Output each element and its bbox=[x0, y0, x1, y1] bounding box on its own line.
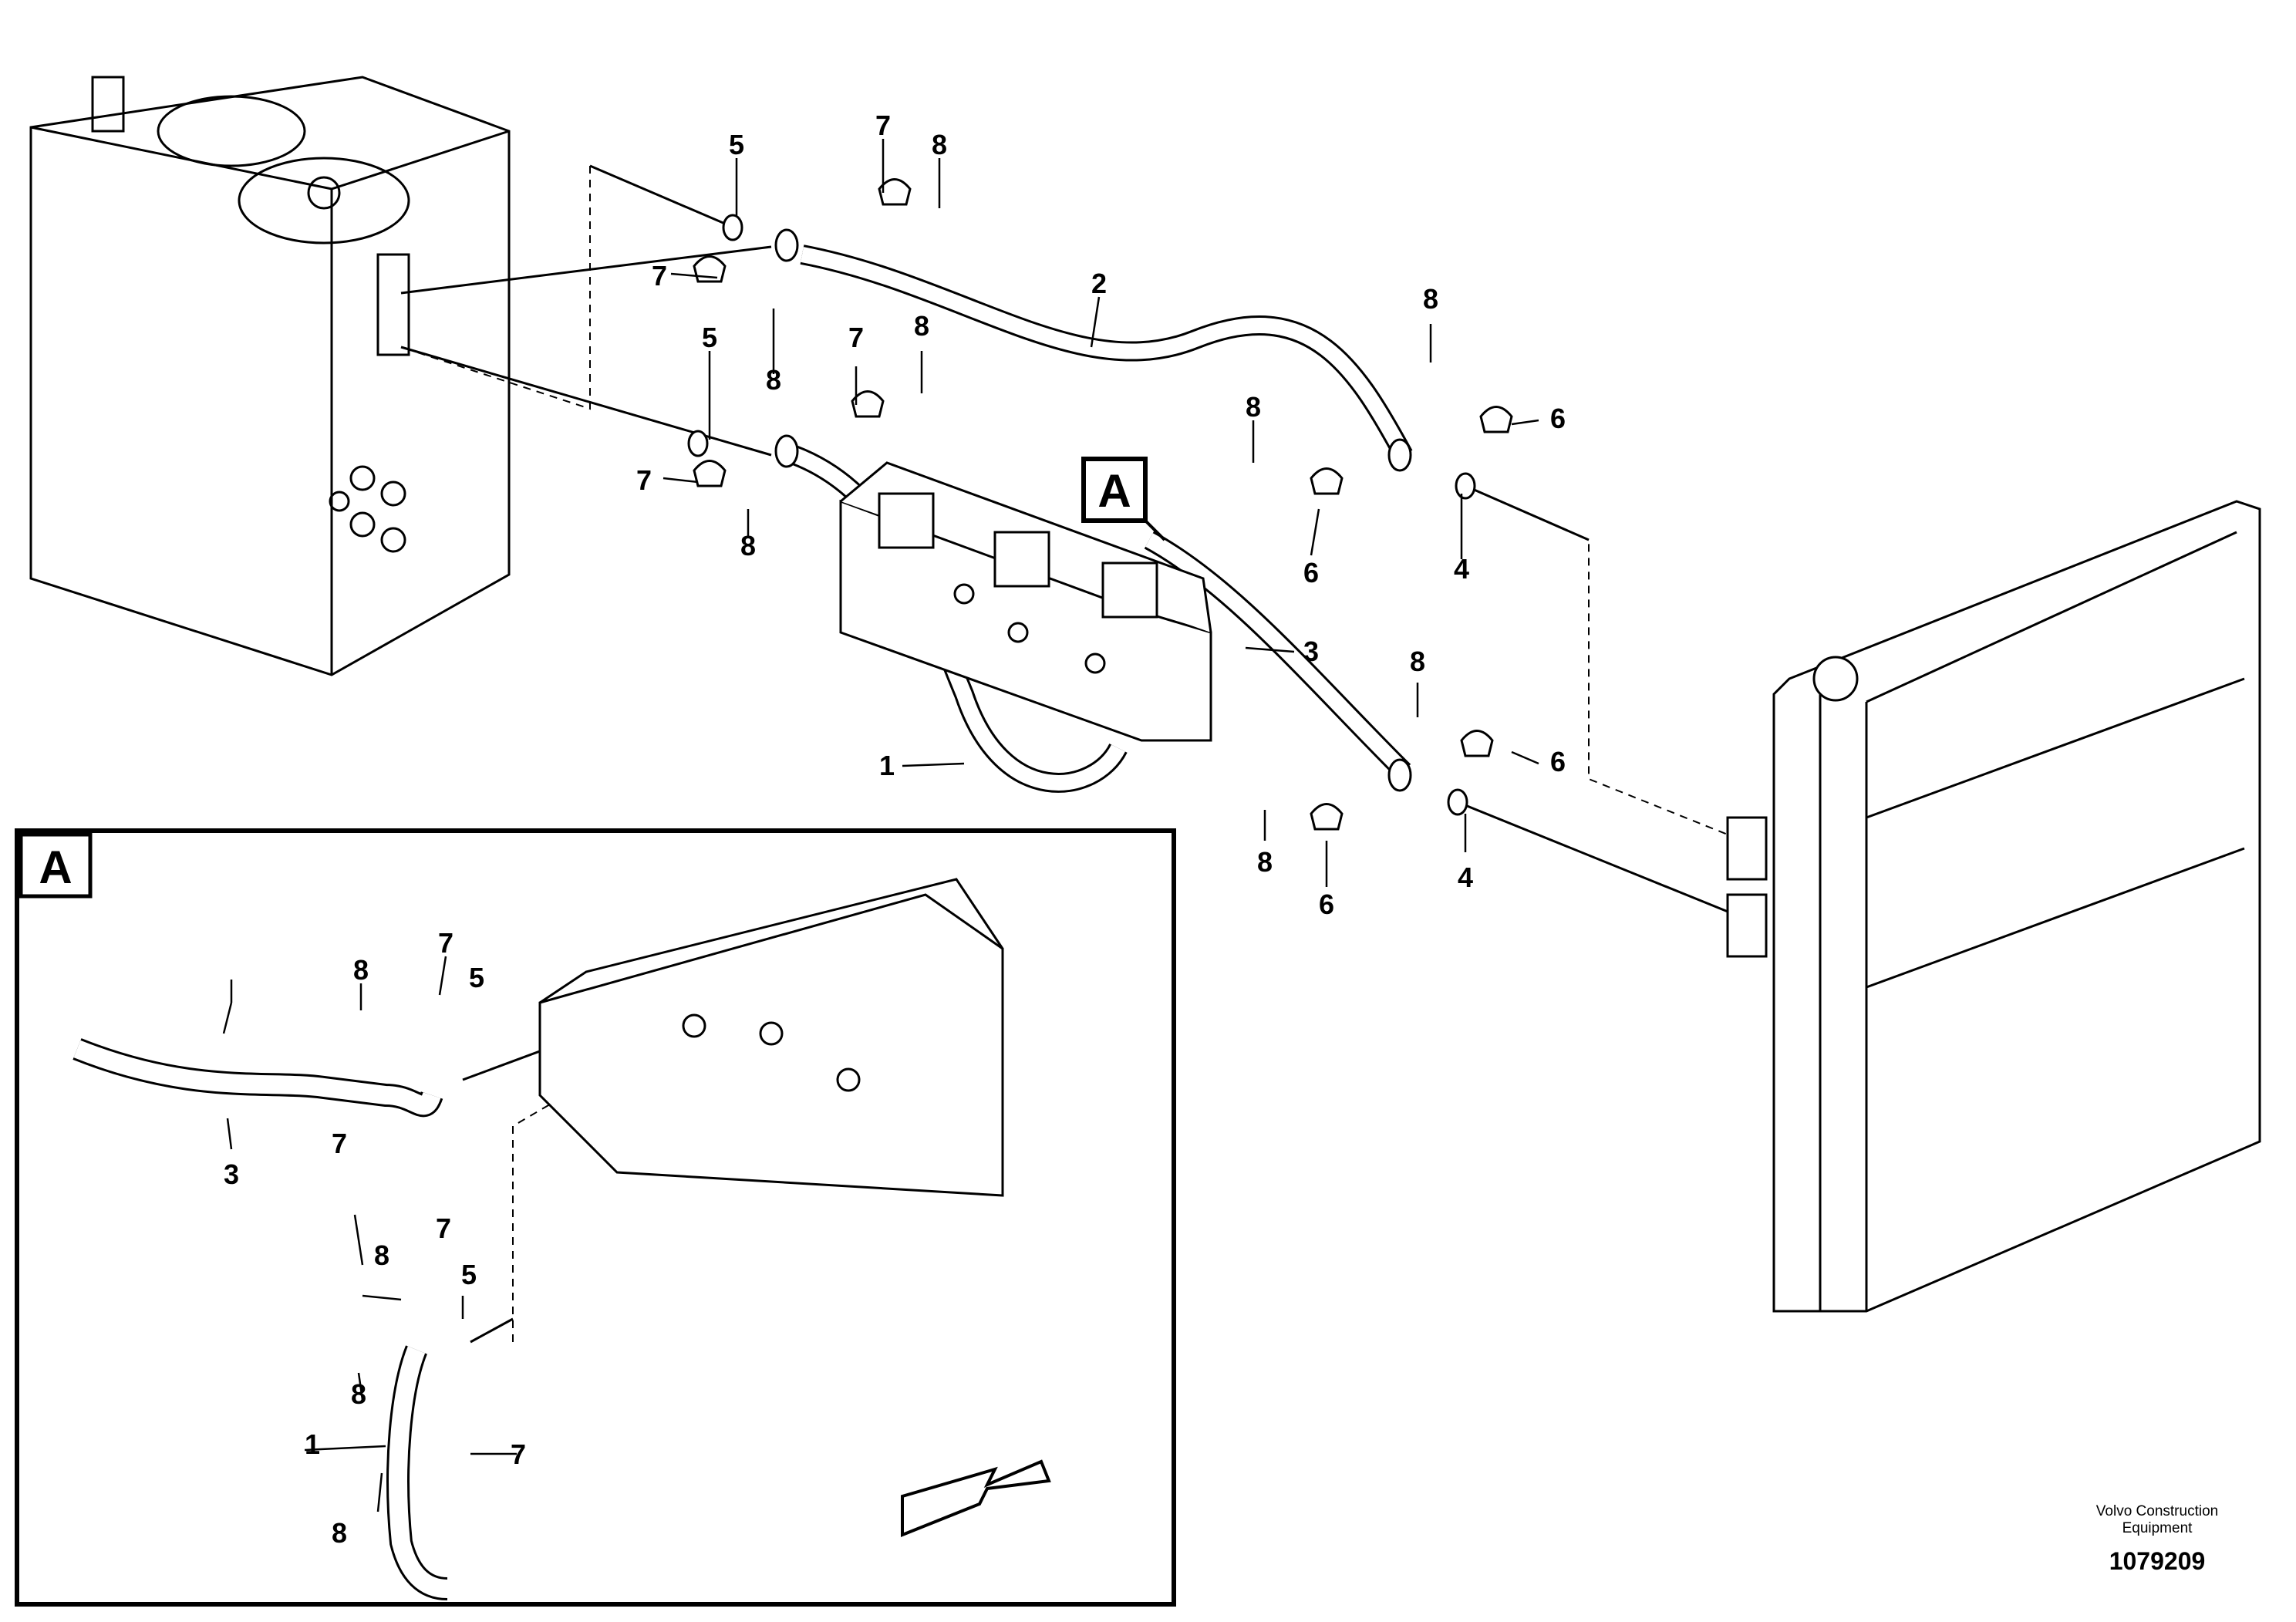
drawing-number: 1079209 bbox=[2109, 1547, 2206, 1575]
callout-8: 8 bbox=[766, 364, 781, 396]
callout-4: 4 bbox=[1458, 862, 1473, 893]
callout-8: 8 bbox=[374, 1239, 389, 1271]
company-name-line1: Volvo Construction bbox=[2095, 1503, 2219, 1519]
callout-5: 5 bbox=[702, 322, 717, 353]
callout-5: 5 bbox=[469, 962, 484, 993]
callout-3: 3 bbox=[224, 1158, 239, 1190]
callout-6: 6 bbox=[1550, 746, 1566, 777]
callout-5: 5 bbox=[729, 129, 744, 160]
callout-8: 8 bbox=[1410, 646, 1425, 677]
callout-8: 8 bbox=[351, 1378, 366, 1410]
callout-numbers: 5 7 8 7 8 5 7 8 7 8 2 8 8 6 6 4 3 8 1 6 … bbox=[224, 110, 1566, 1549]
callout-7: 7 bbox=[332, 1128, 347, 1159]
callout-7: 7 bbox=[875, 110, 891, 141]
detail-a-reference-label: A bbox=[1097, 465, 1131, 517]
company-name-line2: Equipment bbox=[2122, 1520, 2193, 1536]
detail-a-contents bbox=[72, 878, 1051, 1600]
callout-7: 7 bbox=[848, 322, 864, 353]
callout-8: 8 bbox=[740, 530, 756, 561]
callout-8: 8 bbox=[1246, 391, 1261, 423]
callout-7: 7 bbox=[436, 1212, 451, 1244]
callout-3: 3 bbox=[1303, 636, 1319, 667]
callout-7: 7 bbox=[438, 927, 453, 959]
callout-6: 6 bbox=[1303, 557, 1319, 588]
callout-8: 8 bbox=[932, 129, 947, 160]
callout-8: 8 bbox=[1257, 846, 1273, 878]
fittings-and-clamps bbox=[687, 178, 1513, 831]
radiator-cooler bbox=[1726, 500, 2261, 1313]
callout-7: 7 bbox=[636, 464, 652, 496]
callout-8: 8 bbox=[1423, 283, 1438, 315]
control-valve bbox=[839, 461, 1212, 742]
leader-lines bbox=[222, 139, 1539, 1512]
callout-2: 2 bbox=[1091, 268, 1107, 299]
callout-8: 8 bbox=[353, 954, 369, 986]
hydraulic-tank bbox=[29, 76, 511, 676]
callout-8: 8 bbox=[914, 310, 929, 342]
callout-7: 7 bbox=[652, 260, 667, 292]
callout-5: 5 bbox=[461, 1259, 477, 1290]
callout-1: 1 bbox=[305, 1428, 320, 1460]
detail-a-box-label: A bbox=[39, 841, 72, 893]
detail-a-box: A bbox=[15, 828, 1176, 1607]
callout-1: 1 bbox=[879, 750, 895, 781]
callout-6: 6 bbox=[1550, 403, 1566, 434]
detail-a-reference: A bbox=[1081, 457, 1166, 541]
company-credit: Volvo Construction Equipment bbox=[2065, 1503, 2250, 1537]
callout-4: 4 bbox=[1454, 553, 1469, 585]
callout-8: 8 bbox=[332, 1517, 347, 1549]
callout-7: 7 bbox=[511, 1438, 526, 1470]
callout-6: 6 bbox=[1319, 889, 1334, 920]
